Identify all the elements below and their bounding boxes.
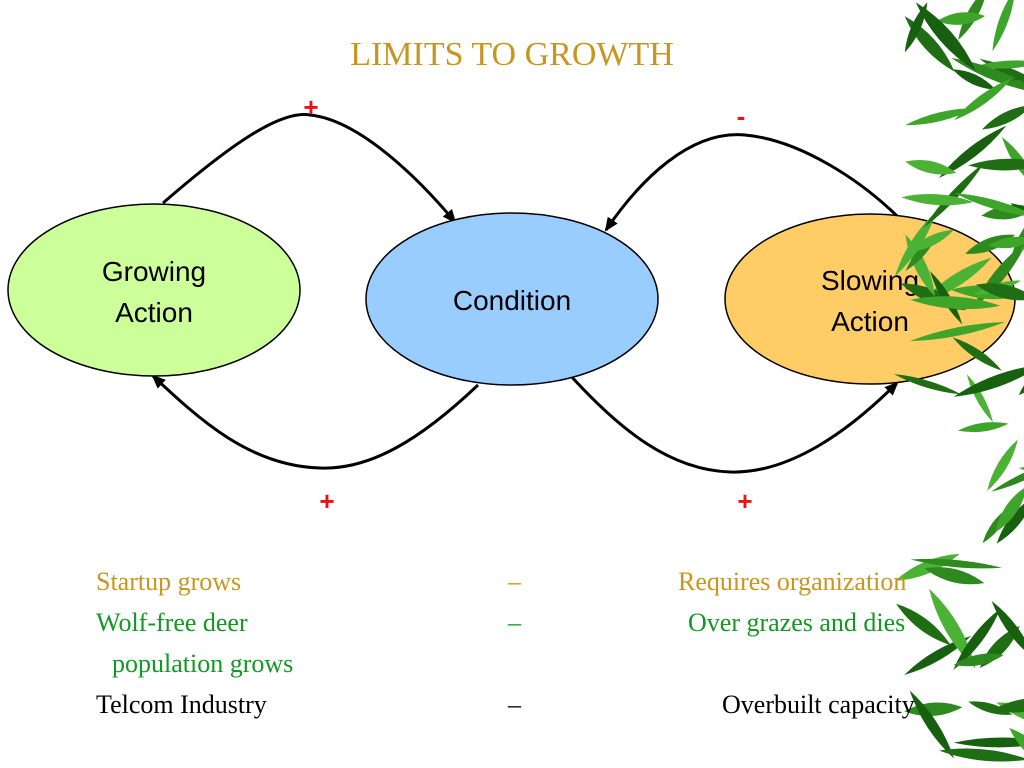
bamboo-leaf	[904, 636, 972, 675]
slowing-action-label-line1: Slowing	[821, 265, 919, 296]
bamboo-leaf	[952, 337, 1002, 371]
bamboo-leaf	[923, 162, 985, 228]
example-startup-dash: –	[508, 567, 521, 596]
bamboo-leaf	[901, 194, 974, 206]
arrow-slowing-to-condition	[604, 133, 899, 232]
bamboo-leaf	[915, 2, 976, 71]
bamboo-leaf	[975, 60, 1024, 69]
bamboo-leaf	[1010, 203, 1024, 226]
bamboo-leaf	[952, 69, 996, 90]
bamboo-leaf	[909, 322, 1006, 342]
example-deer-dash: –	[508, 608, 521, 637]
condition-label: Condition	[453, 285, 571, 316]
node-growing-action: Growing Action	[7, 203, 301, 377]
bamboo-leaf	[909, 690, 955, 759]
growing-action-ellipse	[7, 203, 301, 377]
slowing-action-label-line2: Action	[831, 306, 909, 337]
bamboo-leaves-decoration	[894, 0, 1024, 768]
sign-bottom-left: +	[319, 486, 334, 516]
bamboo-leaf	[910, 558, 1002, 569]
bamboo-leaf	[953, 364, 1024, 397]
bamboo-leaf	[981, 104, 1024, 130]
bamboo-leaf	[954, 193, 1024, 218]
bamboo-leaf	[929, 588, 976, 669]
bamboo-leaf	[992, 0, 1016, 52]
bamboo-leaf	[991, 460, 1024, 492]
node-condition: Condition	[365, 212, 659, 386]
example-startup-growing: Startup grows	[96, 567, 242, 596]
bamboo-leaf	[995, 486, 1024, 533]
bamboo-leaf	[953, 737, 1024, 748]
example-startup: Startup grows – Requires organization	[96, 561, 996, 602]
bamboo-leaf	[905, 108, 975, 126]
bamboo-leaf	[1009, 728, 1024, 768]
bamboo-leaf	[951, 57, 1024, 94]
bamboo-leaf	[996, 496, 1024, 544]
bamboo-leaf	[957, 422, 1009, 433]
bamboo-leaf	[924, 567, 985, 585]
example-deer-slowing: Over grazes and dies	[688, 608, 906, 637]
bamboo-leaf	[896, 603, 951, 646]
bamboo-leaf	[987, 439, 1018, 491]
bamboo-leaf	[988, 236, 1024, 249]
example-startup-slowing: Requires organization	[678, 567, 907, 596]
growing-action-label-line1: Growing	[102, 256, 206, 287]
example-telcom-growing: Telcom Industry	[96, 690, 267, 719]
sign-top-left: +	[303, 92, 318, 122]
arrow-condition-to-growing	[151, 374, 480, 470]
bamboo-leaf	[938, 125, 1007, 178]
example-telcom-dash: –	[508, 690, 521, 719]
bamboo-leaf	[992, 697, 1024, 713]
arrow-condition-to-slowing	[568, 373, 899, 474]
bamboo-leaf	[968, 701, 1013, 715]
bamboo-leaf	[936, 12, 986, 25]
bamboo-leaf	[953, 653, 1004, 667]
bamboo-leaf	[904, 2, 928, 53]
bamboo-leaf	[975, 283, 1024, 301]
example-telcom: Telcom Industry – Overbuilt capacity	[96, 684, 996, 725]
sign-bottom-right: +	[737, 486, 752, 516]
example-deer: Wolf-free deer – Over grazes and dies	[96, 602, 996, 643]
examples-list: Startup grows – Requires organization Wo…	[96, 561, 996, 725]
sign-top-right: -	[737, 101, 746, 131]
bamboo-leaf	[894, 374, 962, 395]
example-deer-continued: population grows	[96, 643, 996, 684]
bamboo-leaves	[894, 0, 1024, 768]
bamboo-leaf	[968, 158, 1024, 171]
arrow-growing-to-condition	[162, 113, 457, 224]
bamboo-leaf	[894, 211, 937, 277]
bamboo-leaf	[908, 229, 955, 252]
node-slowing-action: Slowing Action	[724, 213, 1016, 385]
growing-action-label-line2: Action	[115, 297, 193, 328]
slide-title: LIMITS TO GROWTH	[350, 36, 674, 73]
example-telcom-slowing: Overbuilt capacity	[722, 690, 915, 719]
bamboo-leaf	[954, 78, 1013, 121]
example-deer-growing-continued: population grows	[112, 649, 294, 678]
bamboo-leaf	[939, 748, 1024, 762]
condition-ellipse	[365, 212, 659, 386]
example-deer-growing: Wolf-free deer	[96, 608, 248, 637]
bamboo-leaf	[905, 160, 957, 175]
bamboo-leaf	[910, 296, 1001, 310]
